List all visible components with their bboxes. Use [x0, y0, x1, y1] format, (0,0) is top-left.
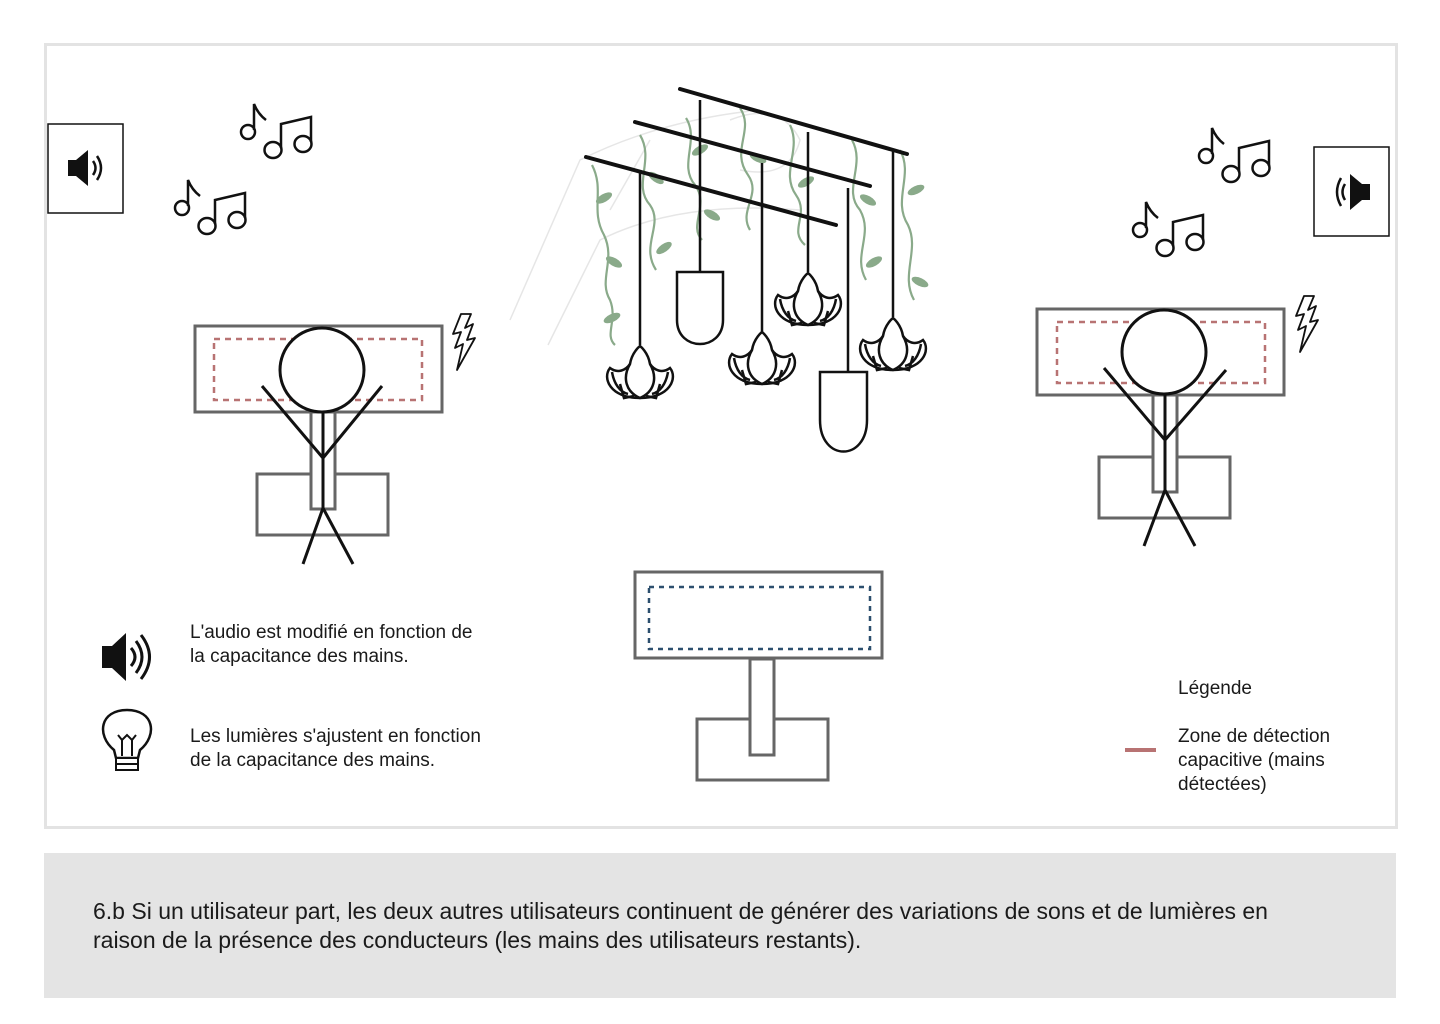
- speaker-left: [47, 123, 124, 214]
- flower-lamp: [727, 330, 797, 386]
- lightning-icon: [1295, 295, 1319, 353]
- inactive-zone: [647, 585, 872, 651]
- music-notes-icon: [1197, 126, 1271, 184]
- legend-light-text: Les lumières s'ajustent en fonction de l…: [190, 726, 481, 771]
- flower-lamp: [773, 271, 843, 327]
- pendant-lamp: [675, 270, 725, 346]
- legend-title: Légende: [1178, 678, 1252, 699]
- music-notes-icon: [173, 178, 247, 236]
- music-notes-icon: [1131, 200, 1205, 258]
- caption-box: 6.b Si un utilisateur part, les deux aut…: [44, 853, 1396, 998]
- light-installation: [509, 87, 929, 453]
- pendant-lamp: [818, 370, 869, 453]
- legend-zone-text: Zone de détection capacitive (mains déte…: [1178, 726, 1331, 795]
- station-center-empty: [633, 570, 884, 782]
- flower-lamp: [605, 344, 675, 400]
- speaker-icon: [102, 633, 151, 681]
- speaker-icon: [68, 150, 103, 186]
- station-left: [193, 313, 476, 565]
- caption-text: 6.b Si un utilisateur part, les deux aut…: [93, 898, 1268, 953]
- speaker-muted-icon: [1335, 174, 1370, 210]
- speaker-right: [1313, 146, 1390, 237]
- flower-lamp: [858, 316, 928, 372]
- lightbulb-icon: [101, 708, 153, 771]
- user-figure: [1102, 308, 1228, 547]
- station-right: [1035, 295, 1319, 547]
- music-notes-icon: [239, 102, 313, 160]
- user-figure: [260, 326, 384, 565]
- lightning-icon: [452, 313, 476, 371]
- leaves: [595, 144, 929, 324]
- legend-audio-text: L'audio est modifié en fonction de la ca…: [190, 622, 473, 667]
